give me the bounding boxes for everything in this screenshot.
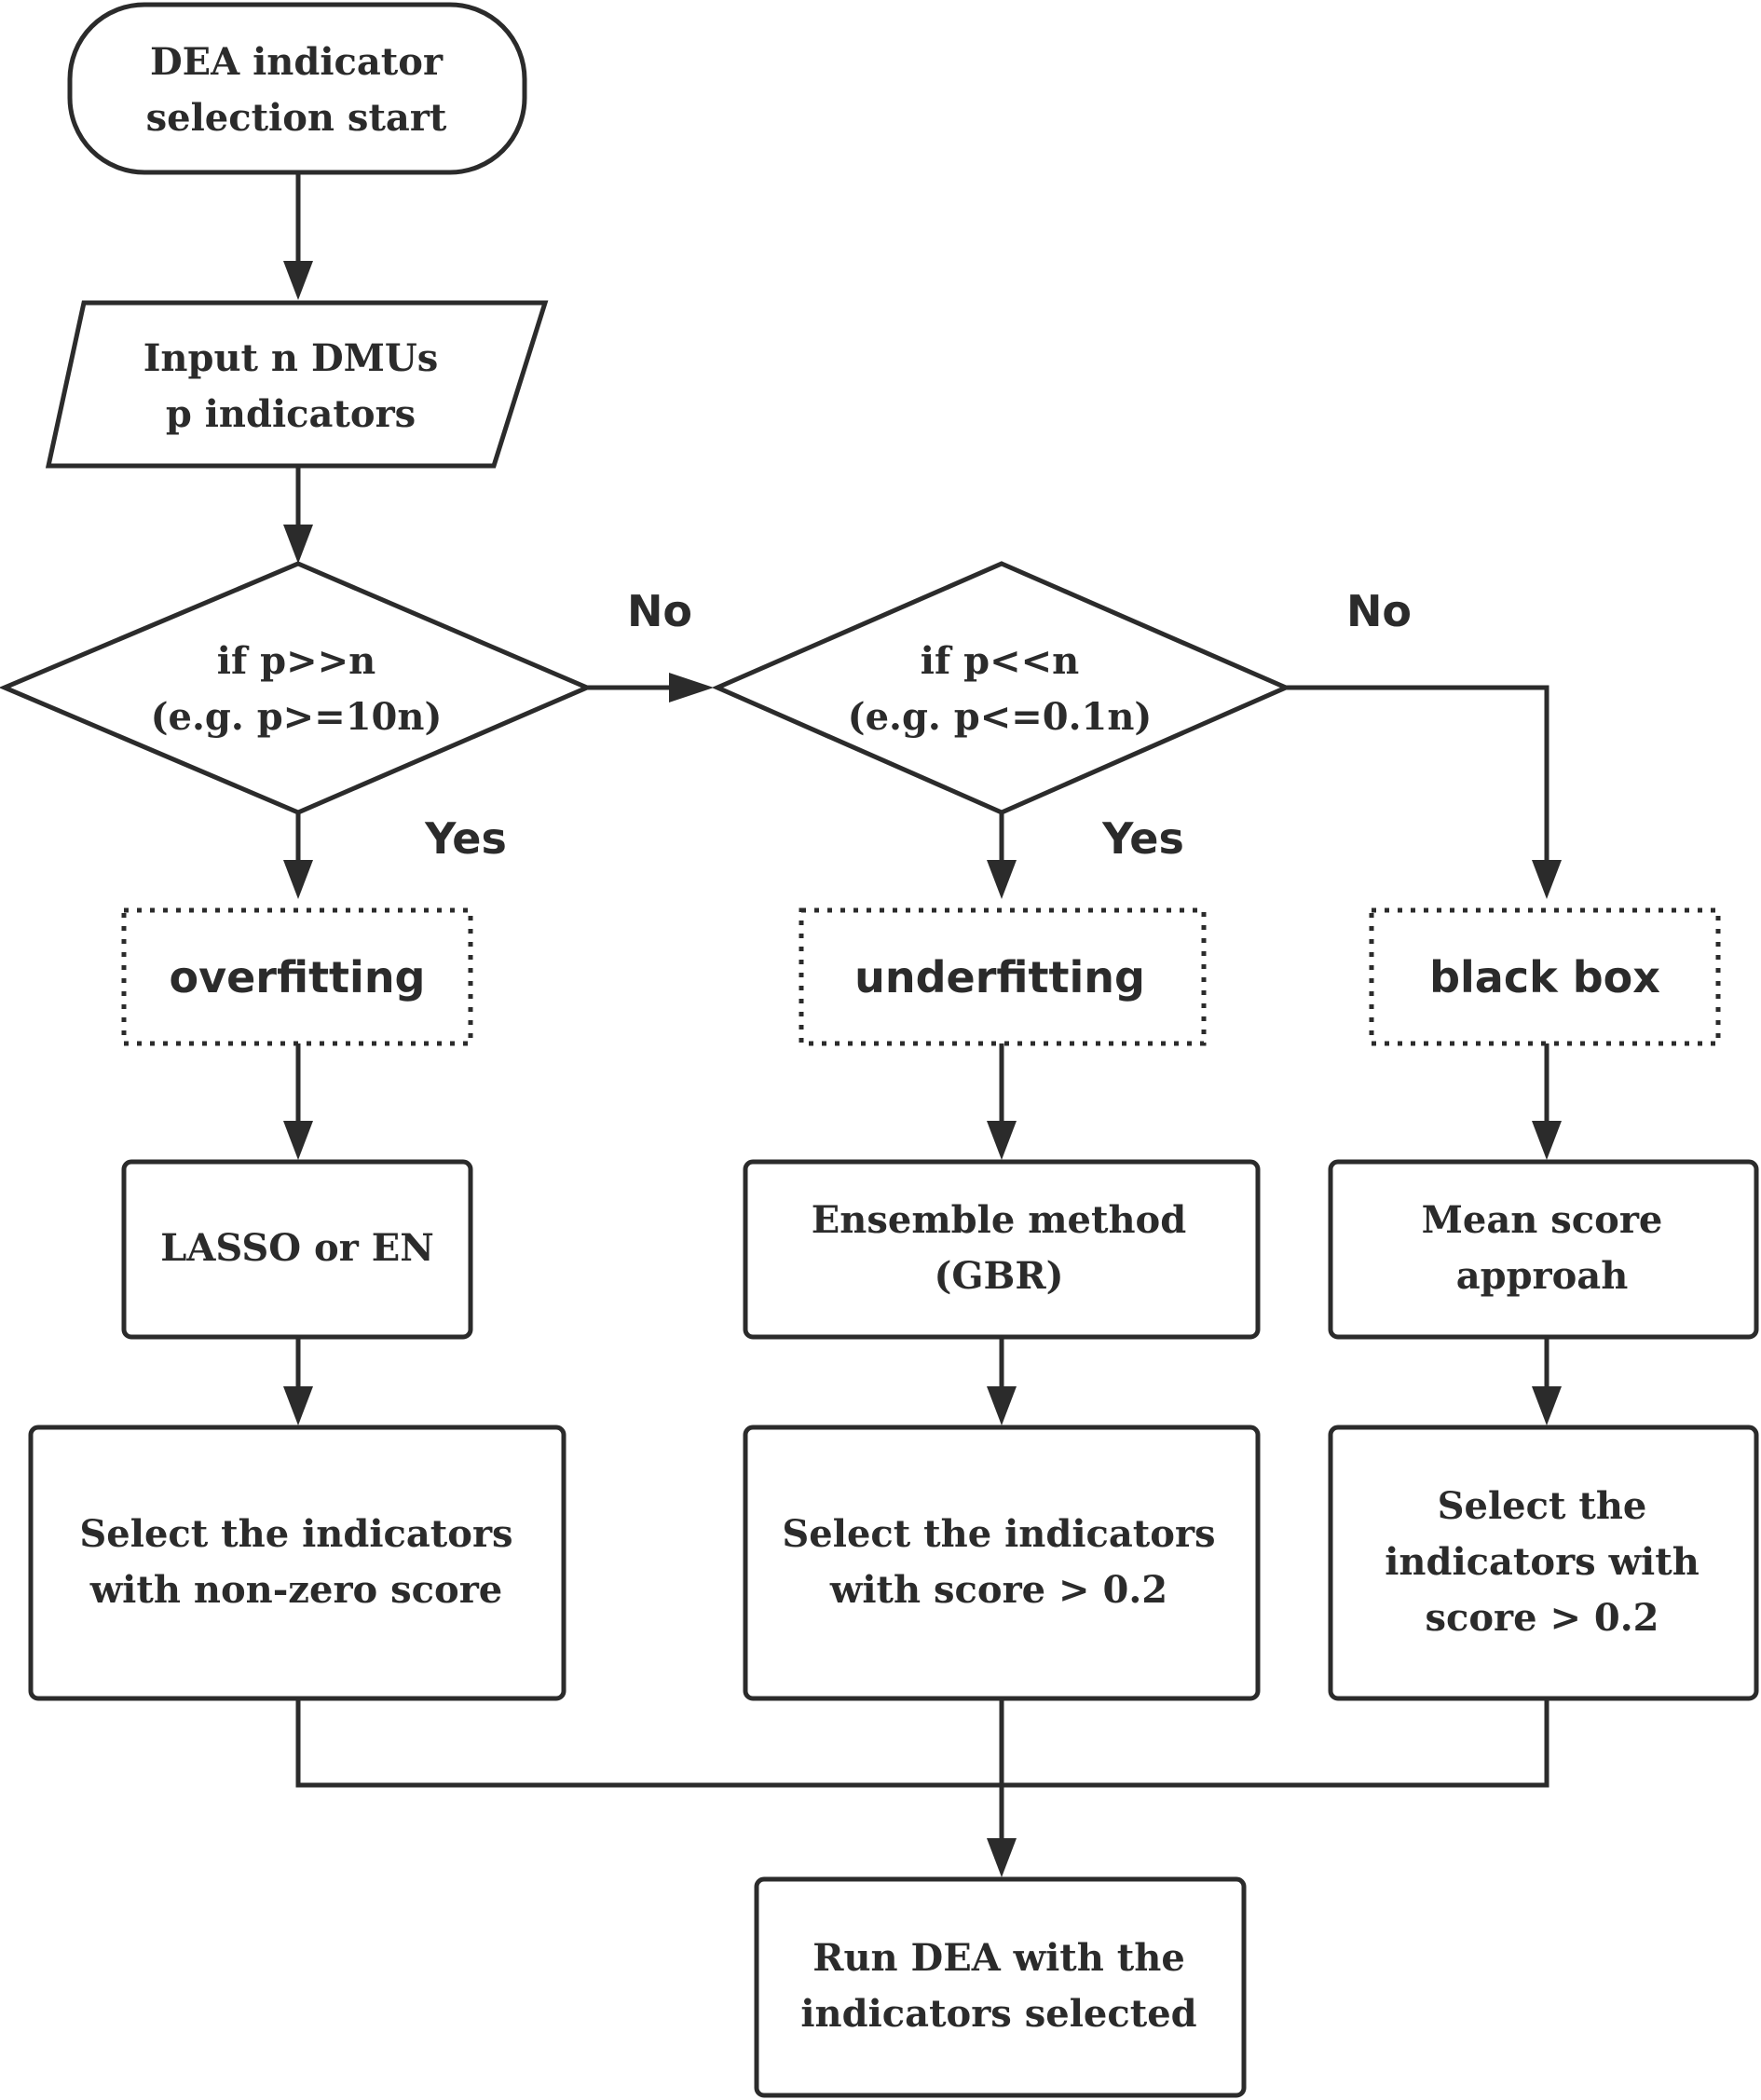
- decision2-diamond: [711, 561, 1292, 815]
- decision1-text-line1: if p>>n: [217, 639, 375, 683]
- ensemble-text-line2: (GBR): [934, 1254, 1063, 1298]
- edge-merge-bar: [295, 1698, 1549, 1788]
- decision2-text-line1: if p<<n: [921, 639, 1079, 683]
- select-score-mid-line2: with score > 0.2: [829, 1568, 1167, 1612]
- select-score-right-box: [1328, 1425, 1759, 1701]
- mean-score-text-line2: approah: [1456, 1254, 1629, 1298]
- decision2-text-line2: (e.g. p<=0.1n): [848, 695, 1153, 739]
- overfitting-box: [121, 907, 473, 1046]
- select-nonzero-box: [28, 1425, 567, 1701]
- connectors: [283, 172, 1562, 1877]
- edge-label-yes-1: Yes: [424, 813, 507, 864]
- arrowhead-overfitting: [283, 860, 313, 899]
- mean-score-text-line1: Mean score: [1422, 1198, 1663, 1242]
- start-terminal: [67, 2, 527, 175]
- edge-decision2-no: [1286, 685, 1549, 862]
- arrowhead-mean: [1532, 1121, 1562, 1160]
- edge-label-no-2: No: [1346, 586, 1412, 636]
- start-text-line1: DEA indicator: [150, 40, 444, 84]
- lasso-label: LASSO or EN: [160, 1226, 434, 1270]
- underfitting-label: underfitting: [854, 952, 1145, 1002]
- select-nonzero-line2: with non-zero score: [89, 1568, 502, 1612]
- arrowhead-select-left: [283, 1386, 313, 1425]
- select-nonzero-line1: Select the indicators: [79, 1512, 512, 1556]
- run-dea-box: [754, 1876, 1247, 2098]
- arrowhead-ensemble: [987, 1121, 1017, 1160]
- arrowhead-select-mid: [987, 1386, 1017, 1425]
- select-score-right-line2: indicators with: [1385, 1540, 1700, 1584]
- blackbox-label: black box: [1429, 952, 1660, 1002]
- mean-score-box: [1328, 1159, 1759, 1340]
- select-score-right-line1: Select the: [1438, 1484, 1647, 1528]
- arrowhead-decision2: [669, 673, 714, 702]
- overfitting-label: overfitting: [170, 952, 426, 1002]
- arrowhead-underfitting: [987, 860, 1017, 899]
- select-score-right-line3: score > 0.2: [1425, 1596, 1659, 1640]
- arrowhead-input: [283, 261, 313, 300]
- underfitting-box: [799, 907, 1207, 1046]
- arrowhead-run: [987, 1838, 1017, 1877]
- arrowhead-blackbox: [1532, 860, 1562, 899]
- decision1-text-line2: (e.g. p>=10n): [151, 695, 443, 739]
- blackbox-box: [1369, 907, 1721, 1046]
- run-text-line2: indicators selected: [800, 1992, 1196, 2036]
- run-text-line1: Run DEA with the: [812, 1936, 1185, 1980]
- arrowhead-select-right: [1532, 1386, 1562, 1425]
- input-text-line2: p indicators: [166, 392, 416, 436]
- lasso-box: [121, 1159, 473, 1340]
- input-text-line1: Input n DMUs: [143, 336, 439, 380]
- arrowhead-lasso: [283, 1121, 313, 1160]
- ensemble-text-line1: Ensemble method: [812, 1198, 1186, 1242]
- ensemble-box: [743, 1159, 1261, 1340]
- arrowhead-decision1: [283, 525, 313, 564]
- edge-label-yes-2: Yes: [1101, 813, 1184, 864]
- start-text-line2: selection start: [146, 96, 447, 140]
- select-score-mid-box: [743, 1425, 1261, 1701]
- input-parallelogram: [45, 300, 549, 469]
- edge-label-no-1: No: [627, 586, 692, 636]
- select-score-mid-line1: Select the indicators: [782, 1512, 1215, 1556]
- decision1-diamond: [0, 561, 594, 815]
